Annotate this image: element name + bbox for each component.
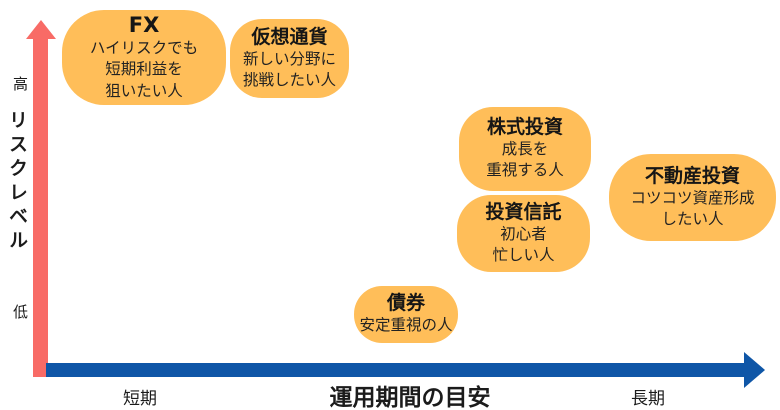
bubble-line: コツコツ資産形成 (630, 188, 755, 207)
bubble-line: 安定重視の人 (359, 316, 453, 335)
x-axis-long-label: 長期 (631, 389, 665, 409)
bubble-line: したい人 (661, 209, 724, 228)
period-axis-line (46, 363, 746, 377)
bubble-real-estate: 不動産投資 コツコツ資産形成 したい人 (609, 154, 776, 241)
x-axis-title: 運用期間の目安 (329, 385, 491, 410)
bubble-line: 挑戦したい人 (242, 70, 336, 89)
y-axis-low-label: 低 (13, 303, 29, 321)
bubble-fx: FX ハイリスクでも 短期利益を 狙いたい人 (62, 10, 226, 105)
bubble-line: 短期利益を (105, 60, 183, 79)
bubble-title: FX (128, 12, 160, 37)
bubble-crypto: 仮想通貨 新しい分野に 挑戦したい人 (230, 19, 349, 98)
x-axis-short-label: 短期 (123, 389, 157, 409)
bubble-line: 忙しい人 (492, 245, 555, 264)
bubble-title: 仮想通貨 (251, 25, 328, 48)
bubble-title: 株式投資 (486, 116, 563, 139)
bubble-bonds: 債券 安定重視の人 (354, 286, 458, 343)
period-axis-arrowhead-icon (744, 352, 765, 388)
risk-axis-line (33, 37, 48, 377)
bubble-line: 新しい分野に (242, 49, 336, 68)
bubble-line: ハイリスクでも (89, 39, 199, 58)
y-axis-high-label: 高 (13, 75, 29, 93)
risk-axis-arrowhead-icon (26, 20, 56, 39)
bubble-title: 投資信託 (485, 200, 562, 223)
bubble-line: 初心者 (500, 224, 547, 243)
y-axis-title: リスクレベル (6, 110, 28, 254)
bubble-stocks: 株式投資 成長を 重視する人 (459, 107, 591, 191)
bubble-title: 不動産投資 (644, 164, 740, 187)
bubble-title: 債券 (386, 292, 425, 315)
bubble-line: 重視する人 (486, 161, 564, 180)
bubble-line: 成長を (501, 140, 549, 159)
bubble-line: 狙いたい人 (105, 81, 183, 100)
bubble-mutual-funds: 投資信託 初心者 忙しい人 (457, 195, 590, 272)
